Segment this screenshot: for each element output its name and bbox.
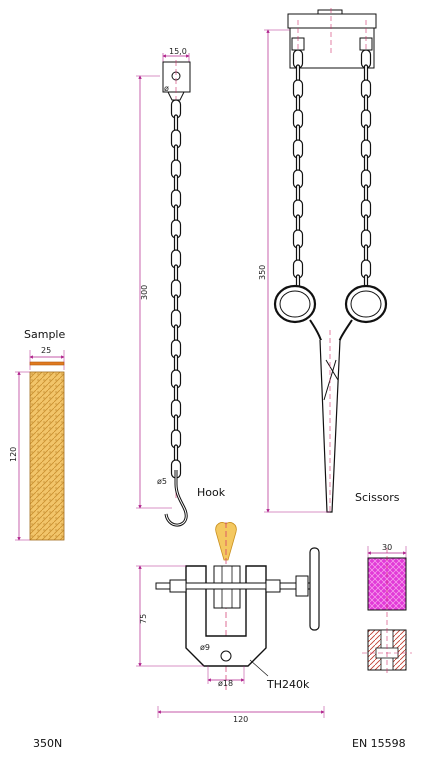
sample-width-label: 25 — [41, 346, 51, 355]
chain-links — [170, 99, 182, 479]
sample-title: Sample — [24, 328, 65, 341]
clamp-width-label: 120 — [233, 715, 248, 724]
scissors-assembly: 350 Scissors — [258, 8, 400, 513]
sample-view: Sample 25 120 — [9, 328, 65, 541]
footer-force-label: 350N — [33, 737, 62, 750]
clamp-bore-label: ø18 — [218, 679, 233, 688]
hook-label: Hook — [197, 486, 226, 499]
sample-body — [29, 371, 65, 541]
section-view: 30 — [362, 543, 412, 676]
block-hole-label: ø — [164, 84, 169, 93]
clamp-model-label: TH240k — [266, 678, 310, 691]
sample-height-label: 120 — [9, 447, 18, 462]
scissors-length-label: 350 — [258, 265, 267, 280]
sample-edge — [29, 361, 65, 366]
block-width-label: 15,0 — [169, 47, 187, 56]
clamp-t-handle — [309, 547, 320, 631]
clamp-body — [185, 565, 267, 667]
chain-length-label: 300 — [140, 285, 149, 300]
clamp-hole-label: ø9 — [200, 643, 210, 652]
clamp-height-label: 75 — [139, 614, 148, 624]
section-width-label: 30 — [382, 543, 392, 552]
scissors-top-bar — [287, 13, 377, 29]
chain-assembly: 15,0 ø ø5 Hook 300 — [136, 47, 226, 527]
wire-diameter-label: ø5 — [157, 477, 167, 486]
clamp-view: ø9 ø18 TH240k 75 120 — [136, 522, 325, 724]
clamp-hole — [220, 650, 232, 662]
footer-standard-label: EN 15598 — [352, 737, 406, 750]
scissors-chains — [292, 49, 372, 294]
scissors-label: Scissors — [355, 491, 400, 504]
